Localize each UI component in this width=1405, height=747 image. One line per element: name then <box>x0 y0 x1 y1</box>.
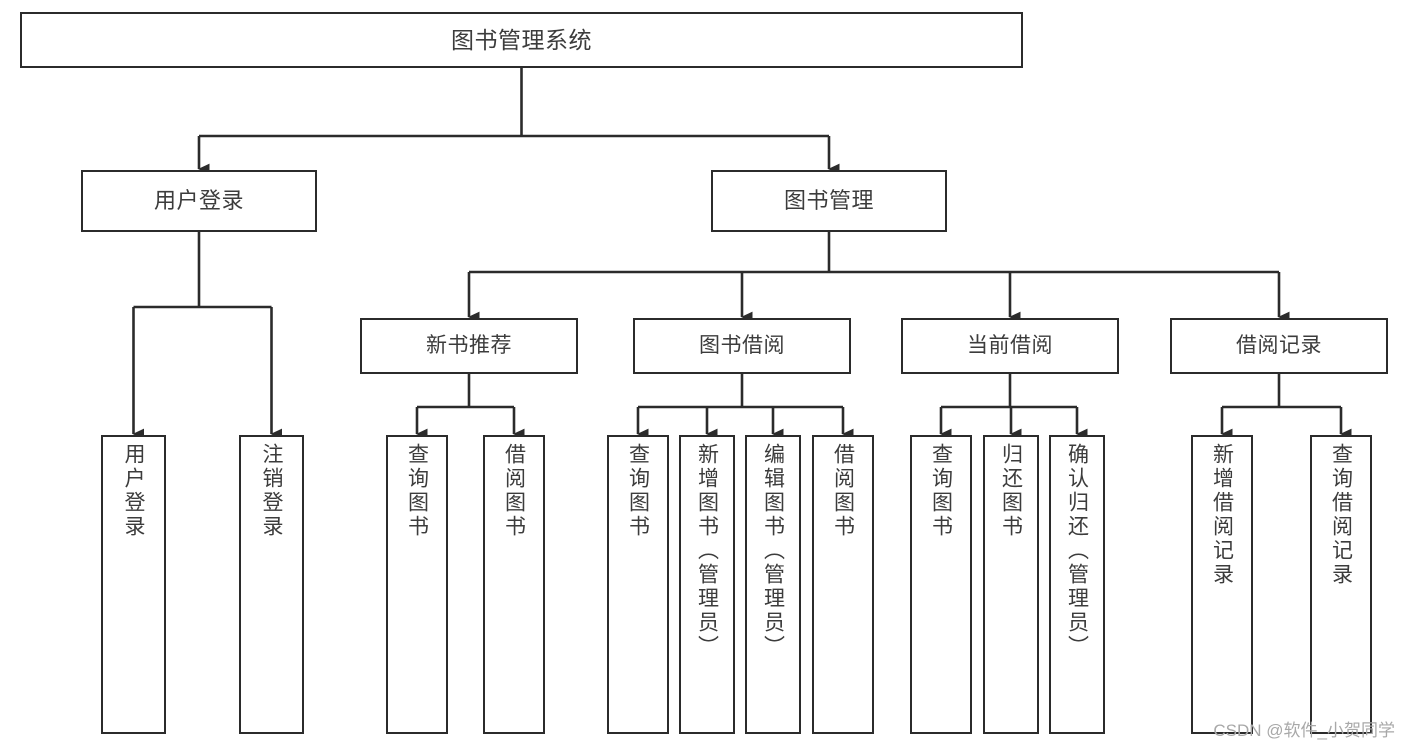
node-new-book-recommend-label: 新书推荐 <box>426 334 512 358</box>
csdn-watermark: CSDN @软件_小贺同学 <box>1213 721 1395 740</box>
node-leaf-edit-book-label: 编辑图书（管理员） <box>761 443 785 659</box>
node-leaf-query-book-3-label: 查询图书 <box>929 443 953 539</box>
node-leaf-user-logout-label: 注销登录 <box>260 443 283 539</box>
node-book-manage[interactable]: 图书管理 <box>711 170 947 232</box>
node-book-borrow-label: 图书借阅 <box>699 334 785 358</box>
node-leaf-add-record[interactable]: 新增借阅记录 <box>1191 435 1253 734</box>
node-current-borrow[interactable]: 当前借阅 <box>901 318 1119 374</box>
node-leaf-add-record-label: 新增借阅记录 <box>1210 443 1234 587</box>
node-leaf-query-book-2-label: 查询图书 <box>626 443 650 539</box>
node-borrow-record[interactable]: 借阅记录 <box>1170 318 1388 374</box>
node-leaf-query-record[interactable]: 查询借阅记录 <box>1310 435 1372 734</box>
node-new-book-recommend[interactable]: 新书推荐 <box>360 318 578 374</box>
node-leaf-confirm-return[interactable]: 确认归还（管理员） <box>1049 435 1105 734</box>
node-leaf-add-book-label: 新增图书（管理员） <box>695 443 719 659</box>
node-root-system[interactable]: 图书管理系统 <box>20 12 1023 68</box>
node-leaf-user-logout[interactable]: 注销登录 <box>239 435 304 734</box>
node-leaf-return-book[interactable]: 归还图书 <box>983 435 1039 734</box>
node-leaf-query-record-label: 查询借阅记录 <box>1329 443 1353 587</box>
node-leaf-borrow-book-1[interactable]: 借阅图书 <box>483 435 545 734</box>
node-current-borrow-label: 当前借阅 <box>967 334 1053 358</box>
node-leaf-edit-book[interactable]: 编辑图书（管理员） <box>745 435 801 734</box>
node-leaf-query-book-3[interactable]: 查询图书 <box>910 435 972 734</box>
node-leaf-user-login[interactable]: 用户登录 <box>101 435 166 734</box>
node-root-system-label: 图书管理系统 <box>451 26 592 53</box>
node-book-borrow[interactable]: 图书借阅 <box>633 318 851 374</box>
node-leaf-query-book-2[interactable]: 查询图书 <box>607 435 669 734</box>
node-book-manage-label: 图书管理 <box>783 188 874 214</box>
node-leaf-query-book-1[interactable]: 查询图书 <box>386 435 448 734</box>
node-leaf-user-login-label: 用户登录 <box>122 443 145 539</box>
node-leaf-query-book-1-label: 查询图书 <box>405 443 429 539</box>
node-user-login-label: 用户登录 <box>153 188 244 214</box>
node-leaf-add-book[interactable]: 新增图书（管理员） <box>679 435 735 734</box>
node-leaf-confirm-return-label: 确认归还（管理员） <box>1065 443 1089 659</box>
node-leaf-return-book-label: 归还图书 <box>999 443 1023 539</box>
node-user-login[interactable]: 用户登录 <box>81 170 317 232</box>
node-borrow-record-label: 借阅记录 <box>1236 334 1322 358</box>
node-leaf-borrow-book-2-label: 借阅图书 <box>831 443 855 539</box>
node-leaf-borrow-book-2[interactable]: 借阅图书 <box>812 435 874 734</box>
node-leaf-borrow-book-1-label: 借阅图书 <box>502 443 526 539</box>
